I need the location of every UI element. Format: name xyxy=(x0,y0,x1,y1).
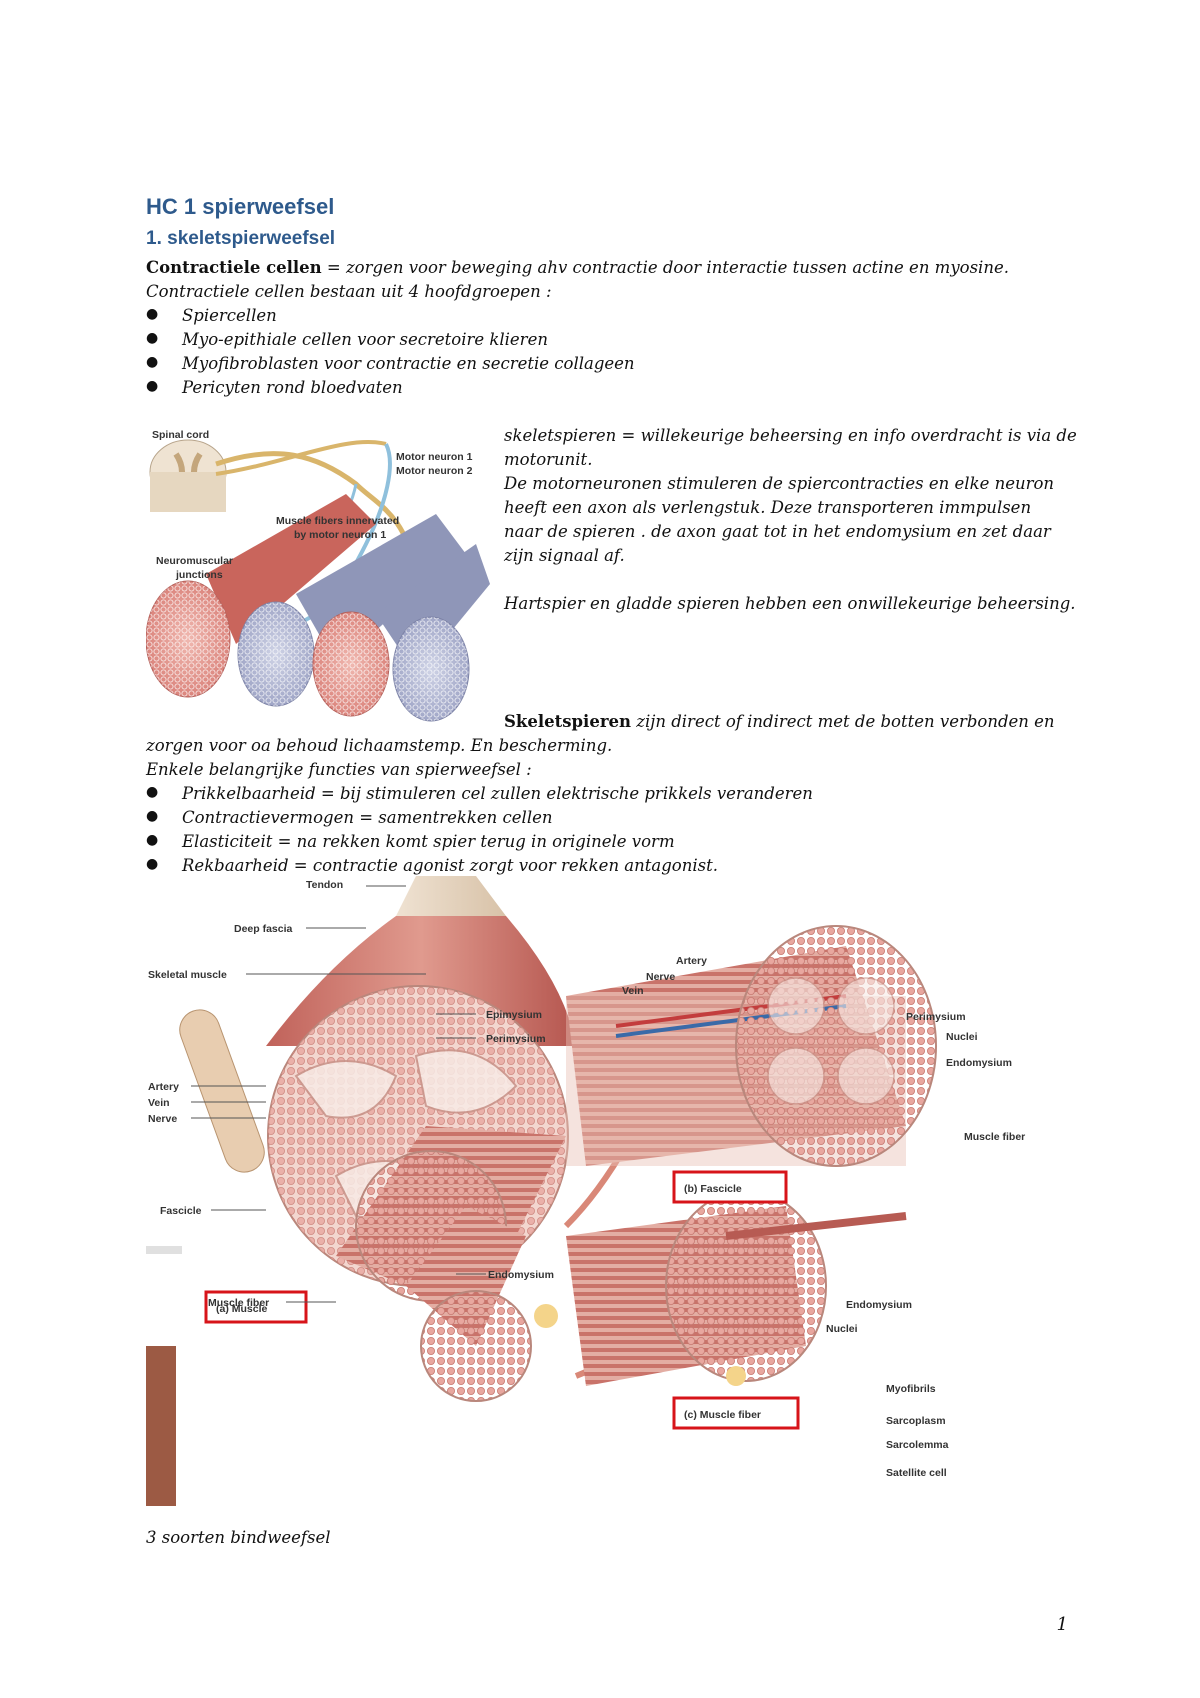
label-deep-fascia: Deep fascia xyxy=(234,923,293,935)
label-nmj-line1: Neuromuscular xyxy=(156,555,233,567)
label-b-nerve: Nerve xyxy=(646,971,675,983)
label-muscle-fiber: Muscle fiber xyxy=(208,1297,269,1309)
caption-c: (c) Muscle fiber xyxy=(684,1409,761,1421)
caption-a: (a) Muscle xyxy=(216,1303,268,1315)
caption-b-box xyxy=(672,1170,788,1204)
section-heading: 1. skeletspierweefsel xyxy=(146,228,336,249)
label-epimysium: Epimysium xyxy=(486,1009,542,1021)
label-b-endomysium: Endomysium xyxy=(946,1057,1012,1069)
smooth-muscle-text: Hartspier en gladde spieren hebben een o… xyxy=(504,594,1076,613)
label-b-perimysium: Perimysium xyxy=(906,1011,966,1023)
intro-term: Contractiele cellen xyxy=(146,258,322,277)
bullet-icon: ● xyxy=(146,808,159,824)
caption-a-box xyxy=(204,1290,308,1324)
bullet-icon: ● xyxy=(146,832,159,848)
bullet-icon: ● xyxy=(146,306,159,322)
skeletal-line2: zorgen voor oa behoud lichaamstemp. En b… xyxy=(146,736,613,755)
skeletal-line3: Enkele belangrijke functies van spierwee… xyxy=(146,760,532,779)
label-motor-neuron-2: Motor neuron 2 xyxy=(396,465,473,477)
intro-definition-text: = zorgen voor beweging ahv contractie do… xyxy=(321,258,1009,277)
bullet-icon: ● xyxy=(146,378,159,394)
label-c-sarcoplasm: Sarcoplasm xyxy=(886,1415,946,1427)
muscle-structure-figure: (a) Muscle (b) Fascicle (c) Muscle fiber… xyxy=(146,876,1025,1506)
label-endomysium: Endomysium xyxy=(488,1269,554,1281)
label-fibers-line1: Muscle fibers innervated xyxy=(276,515,399,527)
label-b-muscle-fiber: Muscle fiber xyxy=(964,1131,1025,1143)
label-c-satellite-cell: Satellite cell xyxy=(886,1467,947,1479)
label-fascicle: Fascicle xyxy=(160,1205,202,1217)
label-c-endomysium: Endomysium xyxy=(846,1299,912,1311)
page-title: HC 1 spierweefsel xyxy=(146,194,335,219)
label-vein: Vein xyxy=(148,1097,170,1109)
caption-b: (b) Fascicle xyxy=(684,1183,742,1195)
label-b-nuclei: Nuclei xyxy=(946,1031,978,1043)
label-skeletal-muscle: Skeletal muscle xyxy=(148,969,227,981)
label-perimysium: Perimysium xyxy=(486,1033,546,1045)
label-b-artery: Artery xyxy=(676,955,707,967)
skeletal-line1: Skeletspieren zijn direct of indirect me… xyxy=(504,712,1055,731)
bullet-icon: ● xyxy=(146,784,159,800)
label-c-sarcolemma: Sarcolemma xyxy=(886,1439,949,1451)
label-fibers-line2: by motor neuron 1 xyxy=(294,529,386,541)
label-motor-neuron-1: Motor neuron 1 xyxy=(396,451,473,463)
page-number: 1 xyxy=(1056,1614,1068,1635)
caption-c-box xyxy=(672,1396,800,1430)
label-artery: Artery xyxy=(148,1081,179,1093)
motor-unit-figure: Spinal cord Motor neuron 1 Motor neuron … xyxy=(146,424,490,722)
label-c-myofibrils: Myofibrils xyxy=(886,1383,936,1395)
footer-text: 3 soorten bindweefsel xyxy=(146,1528,331,1547)
label-nerve: Nerve xyxy=(148,1113,177,1125)
label-nmj-line2: junctions xyxy=(175,569,223,581)
skeletal-term: Skeletspieren xyxy=(504,712,632,731)
label-spinal-cord: Spinal cord xyxy=(152,429,209,441)
label-b-vein: Vein xyxy=(622,985,644,997)
label-c-nuclei: Nuclei xyxy=(826,1323,858,1335)
intro-line2: Contractiele cellen bestaan uit 4 hoofdg… xyxy=(146,282,552,301)
bullet-icon: ● xyxy=(146,856,159,872)
intro-definition: Contractiele cellen = zorgen voor bewegi… xyxy=(146,256,1009,280)
label-tendon: Tendon xyxy=(306,879,343,891)
bullet-icon: ● xyxy=(146,330,159,346)
bullet-icon: ● xyxy=(146,354,159,370)
